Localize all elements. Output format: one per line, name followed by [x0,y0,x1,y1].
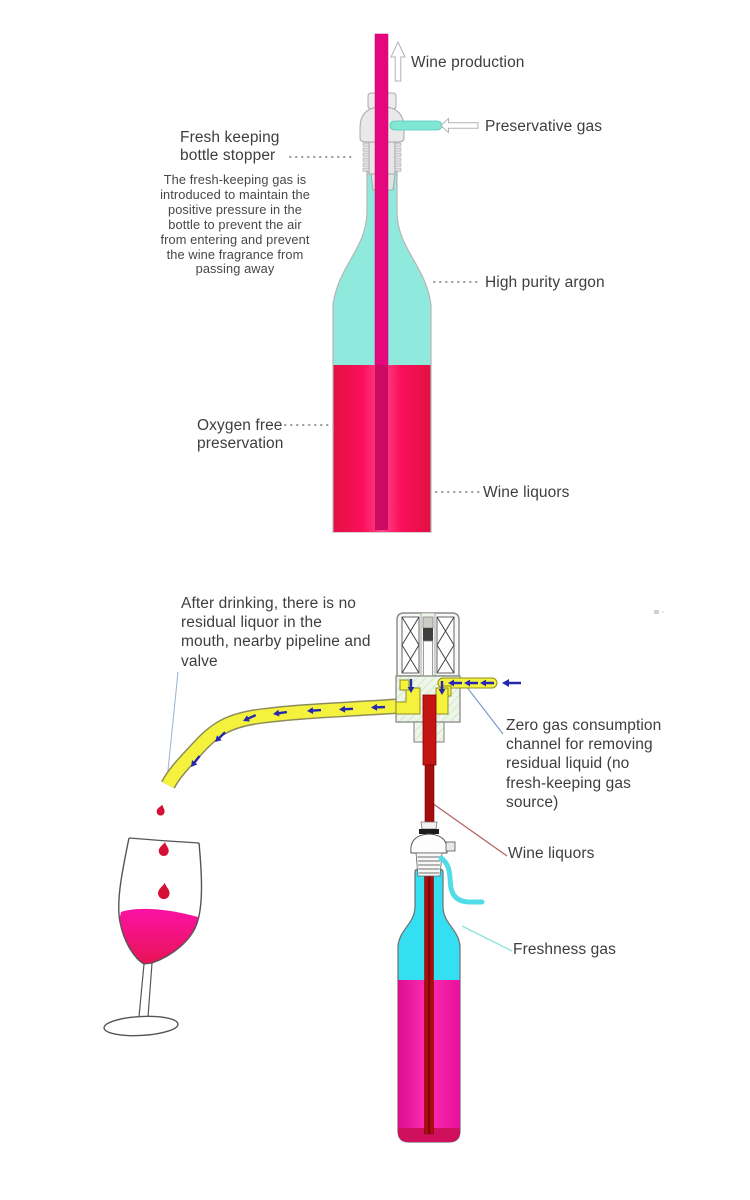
solenoid-coil-right [436,616,455,674]
dip-tube [374,33,389,366]
bottom-wine-base-band [398,1128,460,1142]
bottom-bottle-stopper [410,821,456,877]
leader-wine-liquors [431,802,508,857]
glass-wine-fill [119,908,198,964]
red-wine-tube-upper [422,694,437,766]
solenoid-coil-left [401,616,420,674]
spout-pipe-channel [162,699,401,789]
artifact-mark [654,610,664,614]
label-freshness-gas: Freshness gas [513,941,616,958]
label-after-drinking: After drinking, there is no residual liq… [181,595,371,670]
label-wine-production: Wine production [411,54,525,71]
plunger [423,628,433,641]
label-preservative-gas: Preservative gas [485,118,603,135]
label-wine-liquors-top: Wine liquors [483,484,570,501]
stopper-threads [362,142,402,172]
bottom-leader-lines [166,671,513,952]
left-arrow-icon [440,117,479,134]
plunger-cap [422,616,434,629]
label-fresh-keeping-stopper: Fresh keeping bottle stopper [180,129,280,164]
label-stopper-description: The fresh-keeping gas is introduced to m… [160,172,310,277]
red-wine-tube-lower [424,764,435,829]
label-oxygen-free: Oxygen free preservation [197,417,284,452]
leader-freshness-gas [461,925,513,952]
label-wine-liquors-bottom: Wine liquors [508,845,595,862]
dip-tube-lower [375,365,388,530]
glass-base [103,1015,179,1037]
bottom-diagram-graphics [103,610,664,1143]
leader-after-drinking [166,671,179,781]
valve-assembly [395,612,498,829]
up-arrow-icon [390,40,406,82]
preservative-gas-tube [389,120,443,131]
label-zero-gas-channel: Zero gas consumption channel for removin… [506,717,662,811]
stopper-side-fitting [445,841,456,852]
glass-stem [138,962,153,1018]
bottom-bottle [397,821,485,1143]
flow-arrows [188,679,521,770]
top-diagram-graphics [284,33,482,533]
wine-glass [103,837,203,1037]
inlet-arrow-icon [502,679,521,687]
wine-droplets [155,803,171,900]
leader-zero-gas [465,685,504,735]
label-high-purity-argon: High purity argon [485,274,605,291]
gas-hook-tube [438,855,485,905]
spout-pipe [161,698,401,789]
dotted-leaders [284,156,482,493]
